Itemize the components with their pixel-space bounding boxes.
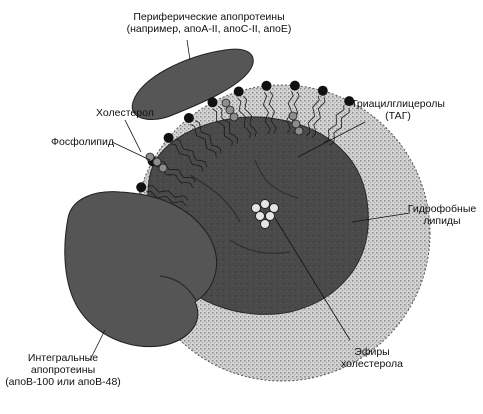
cholesterol-ester-cluster (251, 199, 279, 229)
phospholipid-head (183, 113, 194, 123)
label-esters-line1: Эфиры (354, 346, 390, 358)
label-integral-line2: апопротеины (30, 364, 96, 376)
phospholipid-head (317, 85, 328, 96)
phospholipid-tail (217, 105, 239, 144)
phospholipid-tail (147, 185, 188, 201)
label-triacylglycerols: Триацилглицеролы (ТАГ) (344, 98, 452, 122)
peripheral-apoprotein (131, 48, 254, 120)
label-integral-line3: (апоВ-100 или апоВ-48) (5, 376, 121, 388)
label-integral-line1: Интегральные (27, 352, 99, 364)
phospholipid-tail (190, 124, 217, 158)
phospholipid-tail (159, 161, 197, 183)
phospholipid-tail (237, 97, 252, 139)
integral-apoprotein-inner-edge (159, 275, 197, 301)
phospholipid-head (261, 80, 272, 91)
label-hydrophobic-lipids: Гидрофобные липиды (404, 203, 480, 227)
label-phospholipid: Фосфолипид (51, 136, 114, 148)
phospholipid-tail (262, 91, 271, 135)
label-cholesterol: Холестерол (96, 107, 154, 119)
phospholipid-head (136, 182, 147, 193)
phospholipid-tail (243, 96, 257, 137)
phospholipid-head (207, 97, 218, 108)
phospholipid-head (233, 86, 244, 97)
phospholipid-tail (212, 108, 233, 147)
label-peripheral-apoproteins: Периферические апопротеины (например, ап… (124, 11, 294, 35)
label-integral-apoproteins: Интегральные апопротеины (апоВ-100 или а… (0, 352, 126, 388)
phospholipid-tail (175, 139, 208, 168)
label-peripheral-line1: Периферические апопротеины (133, 11, 285, 23)
label-hydrophobic-line2: липиды (423, 215, 461, 227)
integral-apoprotein (64, 191, 218, 348)
label-tag-line2: (ТАГ) (385, 110, 411, 122)
label-tag-line1: Триацилглицеролы (351, 98, 445, 110)
phospholipid-head (344, 96, 355, 107)
phospholipid-head (289, 80, 300, 91)
phospholipid-tail (268, 91, 277, 134)
phospholipid-tail (305, 95, 320, 137)
phospholipid-tail (311, 97, 326, 138)
leader-lines (89, 39, 411, 361)
label-esters-line2: холестерола (341, 358, 403, 370)
core-crack-lines (189, 159, 299, 254)
label-peripheral-line2: (например, апоА-II, апоС-II, апоЕ) (126, 23, 292, 35)
label-hydrophobic-line1: Гидрофобные (407, 203, 477, 215)
phospholipid-tail (171, 143, 204, 172)
phospholipid-tail (194, 120, 222, 154)
cholesterol-molecules (145, 98, 304, 173)
phospholipid-tail (324, 105, 345, 143)
phospholipid-tail (145, 190, 187, 206)
phospholipid-head (163, 132, 174, 143)
phospholipid-tail (329, 107, 350, 146)
label-cholesterol-esters: Эфиры холестерола (334, 346, 410, 370)
